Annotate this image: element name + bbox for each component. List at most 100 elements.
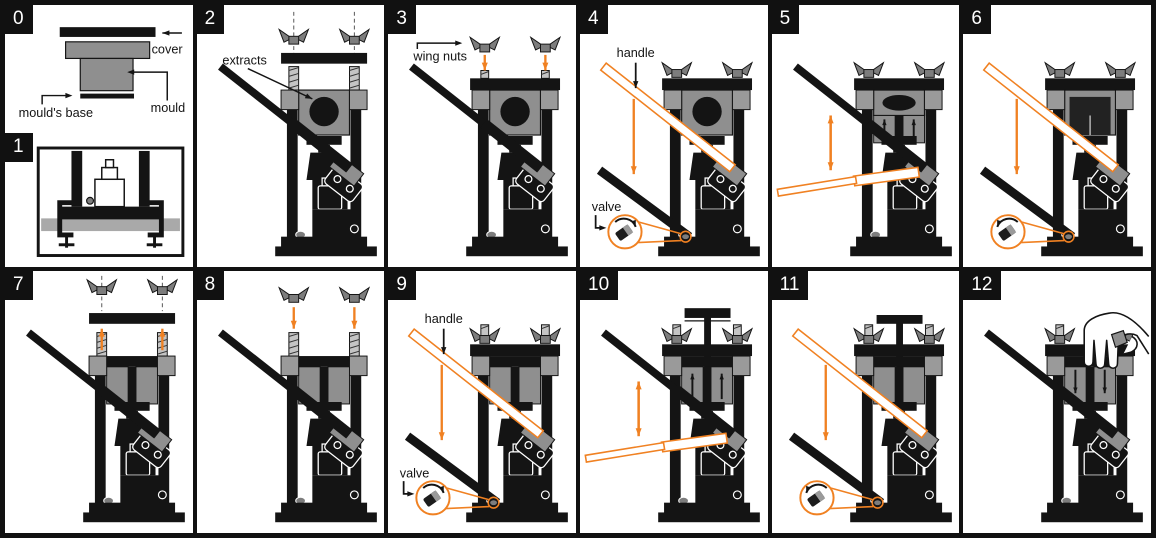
motion-annotations bbox=[599, 62, 737, 175]
panel-2-art: extracts bbox=[217, 11, 377, 257]
valve-knob bbox=[807, 490, 825, 507]
wing-nuts bbox=[661, 327, 754, 344]
panel-11: 11 bbox=[769, 269, 962, 535]
motion-annotations bbox=[776, 115, 920, 197]
label-handle: handle bbox=[617, 46, 655, 60]
press-handle bbox=[980, 166, 1076, 241]
panel-badge: 0 bbox=[5, 5, 33, 34]
wing-nut-icon bbox=[469, 35, 501, 53]
annotation-cover: cover bbox=[152, 30, 183, 57]
panel-10-art bbox=[584, 308, 760, 523]
t-pusher bbox=[684, 308, 731, 368]
wing-nut-icon bbox=[277, 28, 310, 45]
panel-8-art bbox=[217, 286, 377, 523]
press-handle bbox=[596, 166, 693, 241]
wing-nut-icon bbox=[661, 327, 693, 344]
jack-outline bbox=[86, 159, 125, 208]
threaded-rod bbox=[864, 324, 873, 337]
panel-7-art bbox=[26, 275, 185, 523]
wing-nuts bbox=[277, 286, 370, 303]
threaded-rod bbox=[541, 70, 551, 79]
label-valve: valve bbox=[592, 200, 622, 214]
mould bbox=[489, 89, 542, 136]
panel-7: 7 bbox=[3, 269, 195, 535]
press-illustration bbox=[776, 61, 952, 257]
panel-1: 1 bbox=[5, 133, 193, 267]
press-handle bbox=[405, 432, 501, 507]
annotation-handle: handle bbox=[617, 46, 655, 89]
wing-nut-icon bbox=[469, 327, 501, 344]
panel-10: 10 bbox=[578, 269, 770, 535]
annotation-valve: valve bbox=[400, 466, 430, 497]
mould bbox=[1064, 89, 1117, 136]
press-illustration: handle valve bbox=[400, 312, 569, 523]
wing-nuts bbox=[469, 327, 562, 344]
label-mould: mould bbox=[151, 101, 186, 115]
valve-magnifier bbox=[990, 214, 1076, 250]
wing-nut-icon bbox=[661, 61, 693, 78]
press-illustration: wing nuts bbox=[409, 35, 569, 257]
panel-9-art: handle valve bbox=[400, 312, 569, 523]
panel-badge: 8 bbox=[196, 271, 225, 300]
panel-3-art: wing nuts bbox=[409, 35, 569, 257]
annotation-extracts: extracts bbox=[222, 54, 313, 100]
press-handle bbox=[217, 329, 353, 439]
annotation-wing-nuts: wing nuts bbox=[413, 40, 468, 64]
label-wing-nuts: wing nuts bbox=[413, 50, 468, 64]
wing-nuts bbox=[852, 61, 945, 78]
annotation-mould: mould bbox=[127, 69, 185, 115]
panel-badge: 1 bbox=[5, 133, 33, 163]
wing-nuts bbox=[469, 35, 562, 53]
panel-badge: 11 bbox=[771, 271, 809, 300]
valve-magnifier bbox=[799, 480, 884, 516]
wing-nut-icon bbox=[338, 286, 370, 303]
wing-nut-icon bbox=[277, 286, 310, 303]
panel-1-art bbox=[36, 146, 185, 258]
panel-badge: 3 bbox=[388, 5, 416, 34]
press-handle bbox=[217, 63, 353, 173]
hand bbox=[1083, 311, 1150, 370]
press-illustration bbox=[984, 311, 1150, 523]
valve-magnifier bbox=[415, 480, 501, 516]
press-illustration bbox=[26, 275, 185, 523]
threaded-rod bbox=[672, 324, 682, 337]
panel-3: wing nuts 3 bbox=[386, 3, 578, 269]
threaded-rod bbox=[348, 332, 360, 357]
panel-badge: 12 bbox=[963, 271, 1002, 300]
threaded-rod bbox=[480, 70, 490, 79]
mould bbox=[486, 356, 545, 405]
motion-annotations bbox=[982, 62, 1120, 175]
threaded-rod bbox=[480, 324, 490, 337]
panel-badge: 10 bbox=[580, 271, 619, 300]
press-illustration: handle valve bbox=[592, 46, 760, 257]
annotation-handle: handle bbox=[425, 312, 463, 355]
wing-nut-icon bbox=[146, 278, 179, 295]
press-illustration bbox=[788, 315, 952, 523]
c-clamp-icon bbox=[57, 200, 75, 249]
panel-badge: 4 bbox=[580, 5, 608, 34]
wing-nut-icon bbox=[1105, 61, 1137, 78]
panel-5-art bbox=[776, 61, 952, 257]
panel-8: 8 bbox=[194, 269, 387, 535]
wing-nut-icon bbox=[338, 28, 370, 45]
mould bbox=[294, 356, 354, 405]
motion-annotations bbox=[407, 328, 545, 441]
wing-nut-icon bbox=[852, 327, 885, 344]
panel-badge: 6 bbox=[963, 5, 991, 34]
panel-12-art bbox=[984, 311, 1150, 523]
press-handle bbox=[26, 329, 161, 439]
wing-nut-icon bbox=[852, 61, 885, 78]
press-handle bbox=[984, 329, 1120, 439]
panel-6-art bbox=[980, 61, 1144, 257]
c-clamp-icon bbox=[146, 200, 164, 249]
press-illustration bbox=[584, 308, 760, 523]
wing-nut-icon bbox=[86, 278, 118, 295]
wing-nuts bbox=[1044, 61, 1137, 78]
